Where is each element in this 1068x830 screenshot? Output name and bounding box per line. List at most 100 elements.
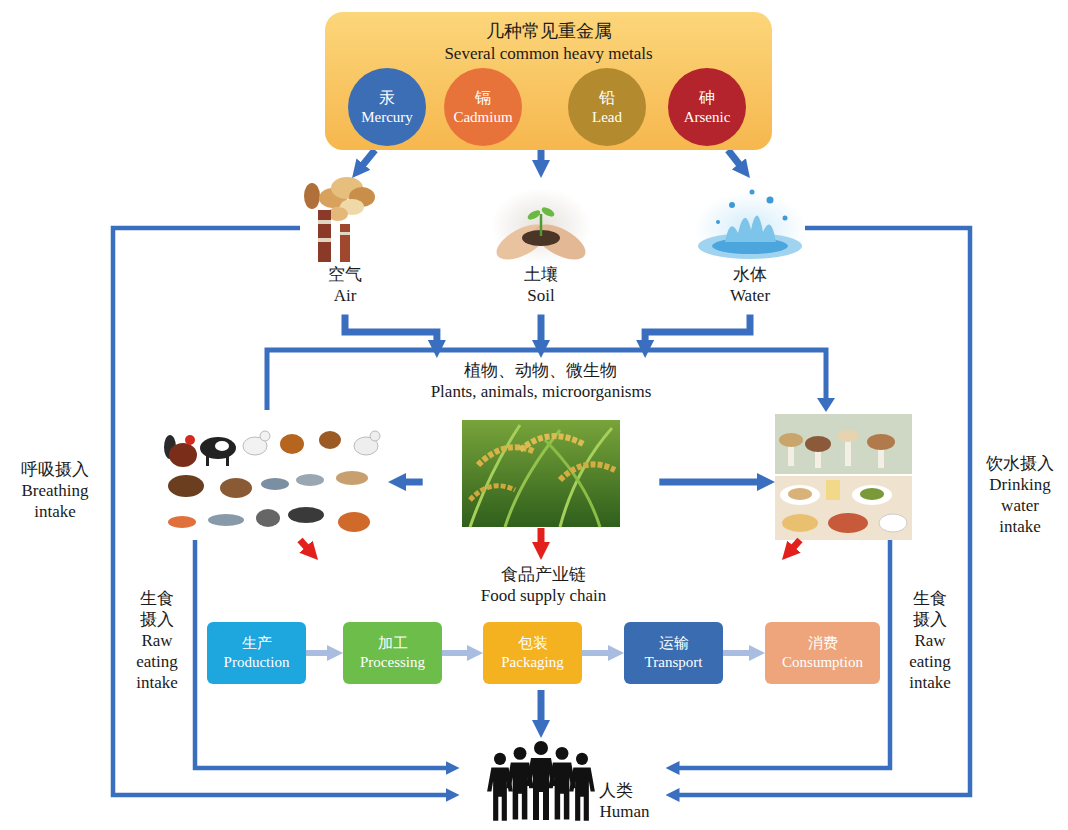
water-splash-picture-part [750, 190, 755, 195]
soil-hands-picture-part [540, 205, 556, 218]
flow-arrow [306, 650, 333, 656]
rice-field-picture-part [560, 464, 615, 480]
node-subtitle: Processing [360, 653, 425, 672]
food-picture-part [780, 485, 820, 505]
flow-arrow [538, 528, 545, 549]
node-subtitle: Lead [592, 108, 622, 127]
animals-picture-part [208, 514, 244, 526]
food-picture [775, 414, 912, 540]
animals-picture-part [261, 478, 289, 490]
animal-picture-node [160, 412, 388, 540]
food-picture-part [782, 514, 818, 532]
animals-picture-part [215, 441, 229, 451]
air-pollution-picture-part [340, 232, 350, 235]
flow-arrow [442, 650, 473, 656]
animals-picture-part [200, 437, 236, 459]
node-subtitle: Packaging [501, 653, 563, 672]
rice-field-picture [462, 420, 620, 527]
metal-circle: 砷Arsenic [668, 68, 746, 146]
node-subtitle: Production [224, 653, 290, 672]
food-picture-part [852, 485, 892, 505]
animals-picture-part [336, 471, 368, 485]
flow-arrow [195, 540, 451, 768]
food-picture-part [879, 514, 907, 532]
node-subtitle: Cadmium [453, 108, 512, 127]
flow-arrow [645, 315, 750, 348]
node-title: 食品产业链 [501, 564, 586, 585]
node-title: 几种常见重金属 [486, 20, 612, 43]
animals-picture-part [168, 516, 196, 528]
node-title: 镉 [475, 88, 491, 108]
rice-field-picture-part [545, 440, 600, 527]
animals-picture-part [169, 443, 197, 467]
animals-picture-part [280, 434, 304, 454]
chain-step-box: 包装Packaging [483, 622, 582, 684]
node-subtitle: Mercury [361, 108, 413, 127]
water-splash-picture-part [725, 215, 776, 242]
organism-node: 植物、动物、微生物Plants, animals, microorganisms [423, 358, 660, 528]
human-silhouettes-part-part [576, 753, 588, 765]
supply-chain-group: 食品产业链Food supply chain生产Production加工Proc… [202, 560, 885, 690]
node-title: 汞 [379, 88, 395, 108]
node-subtitle: Water [730, 285, 770, 306]
distribution-bus-line-part [267, 350, 826, 410]
distribution-bus-line [267, 350, 835, 412]
flow-arrow [538, 690, 545, 727]
animals-picture-part [168, 475, 204, 497]
food-picture-part [775, 414, 912, 474]
node-title: 加工 [378, 634, 408, 653]
intake-route-label: 呼吸摄入 Breathing intake [16, 459, 94, 522]
node-title: 人类 [599, 780, 633, 801]
node-subtitle: Transport [645, 653, 703, 672]
flow-arrow [674, 228, 970, 795]
intake-route-label: 生食摄入 Raw eating intake [133, 588, 181, 693]
animals-picture-part [256, 509, 280, 527]
animals-picture-part [288, 507, 324, 523]
node-subtitle: Air [334, 285, 357, 306]
food-picture-part [837, 430, 859, 442]
node-title: 空气 [328, 264, 362, 285]
node-subtitle: Arsenic [684, 108, 731, 127]
node-subtitle: Food supply chain [481, 585, 607, 606]
human-silhouettes [487, 741, 595, 821]
chain-step-box: 消费Consumption [765, 622, 880, 684]
rice-field-picture-part [462, 420, 620, 527]
intake-route-label: 生食摄入 Raw eating intake [906, 588, 954, 693]
food-picture-part [860, 488, 884, 500]
flow-arrow [582, 650, 614, 656]
rice-field-picture-part [470, 486, 515, 500]
animals-picture-part [260, 431, 270, 441]
metal-group-box: 几种常见重金属Several common heavy metals 汞Mercu… [325, 12, 772, 150]
rice-field-picture-part [560, 428, 612, 527]
flow-arrow [359, 150, 375, 170]
metal-circle: 汞Mercury [348, 68, 426, 146]
animals-picture-part [338, 512, 370, 532]
chain-step-box: 运输Transport [624, 622, 723, 684]
human-silhouettes-part-part [494, 753, 506, 765]
intake-route-label: 饮水摄入 Drinking water intake [981, 453, 1059, 537]
water-splash-picture-part [729, 202, 735, 208]
food-picture-part [826, 480, 840, 500]
flow-arrow [113, 228, 451, 795]
air-pollution-picture-part [340, 224, 350, 262]
node-title: 消费 [808, 634, 838, 653]
node-subtitle: Several common heavy metals [444, 43, 652, 64]
node-title: 砷 [699, 88, 715, 108]
food-picture-part [828, 513, 868, 533]
food-picture-part [805, 436, 831, 452]
human-silhouettes-part-part [514, 747, 527, 760]
food-picture-node [775, 412, 912, 540]
node-title: 铅 [599, 88, 615, 108]
animals-picture-part [370, 431, 380, 441]
flow-arrow [538, 150, 545, 167]
rice-field-picture-part [478, 447, 535, 465]
node-subtitle: Human [599, 801, 649, 822]
air-pollution-picture-part [318, 210, 331, 262]
node-title: 水体 [733, 264, 767, 285]
animals-picture-part [206, 456, 209, 466]
node-title: 运输 [659, 634, 689, 653]
distribution-bus-line-part [817, 398, 835, 412]
water-splash-picture-part [767, 197, 774, 204]
node-subtitle: Soil [527, 285, 554, 306]
